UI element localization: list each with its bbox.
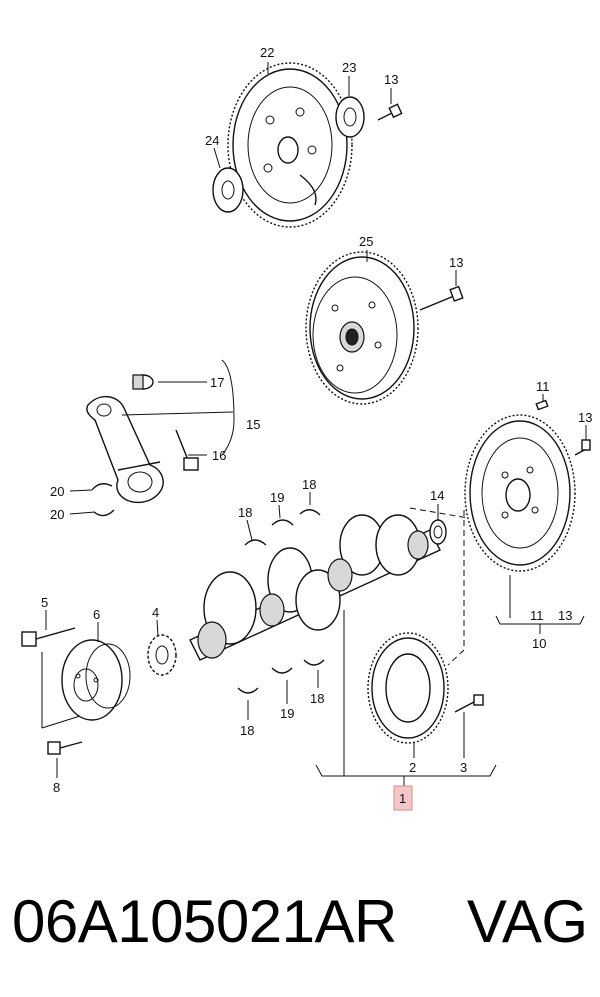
callout-11: 11 [530,608,544,623]
crankshaft [189,514,441,661]
brand-name: VAG [466,887,588,955]
bushing-17 [132,374,154,390]
flywheel-25 [305,251,419,405]
bolt-3 [454,694,484,713]
callout-13: 13 [578,410,592,425]
callout-18: 18 [302,477,316,492]
callout-1: 1 [399,791,406,806]
callout-23: 23 [342,60,356,75]
dual-mass-flywheel-10 [464,414,576,572]
callout-18: 18 [238,505,252,520]
spacer-plate-24 [212,167,244,213]
callout-8: 8 [53,780,60,795]
connecting-rod [86,396,164,504]
callout-labels: 22 23 13 24 25 13 17 15 16 11 13 14 20 2… [41,45,592,806]
callout-13: 13 [449,255,463,270]
bearing-shell-20-upper [91,483,113,491]
needle-bearing-14 [429,519,447,545]
callout-3: 3 [460,760,467,775]
callout-11: 11 [536,379,550,394]
callout-5: 5 [41,595,48,610]
bolt-5 [21,627,76,647]
callout-16: 16 [212,448,226,463]
bolt-13-top [377,103,403,121]
callout-20: 20 [50,507,64,522]
callout-13: 13 [384,72,398,87]
drive-plate-22 [227,62,353,228]
rod-bolt-16 [175,429,199,471]
bolt-13-flywheel [419,285,464,311]
callout-6: 6 [93,607,100,622]
bearing-shells-upper [244,509,321,546]
bearing-shell-20-lower [93,509,115,517]
callout-20: 20 [50,484,64,499]
callout-13: 13 [558,608,572,623]
callout-4: 4 [152,605,159,620]
callout-22: 22 [260,45,274,60]
bearing-shells-lower [237,659,325,694]
callout-1-highlight [393,785,413,811]
callout-15: 15 [246,417,260,432]
callout-10: 10 [532,636,546,651]
spacer-plate-23 [335,96,365,138]
callout-2: 2 [409,760,416,775]
bolt-13-dual-mass [574,439,591,456]
leader-lines [41,62,587,786]
callout-18: 18 [310,691,324,706]
exploded-parts-diagram: 22 23 13 24 25 13 17 15 16 11 13 14 20 2… [21,45,592,811]
callout-19: 19 [280,706,294,721]
bolt-8 [47,741,83,755]
callout-19: 19 [270,490,284,505]
callout-17: 17 [210,375,224,390]
pin-11 [535,399,549,411]
sprocket-gear-4 [147,634,177,676]
callout-25: 25 [359,234,373,249]
ring-gear-2 [367,632,449,744]
callout-18: 18 [240,723,254,738]
callout-14: 14 [430,488,444,503]
part-footer: 06A105021AR VAG [0,876,600,966]
pulley-6 [61,639,131,721]
part-number: 06A105021AR [12,887,397,955]
callout-24: 24 [205,133,219,148]
